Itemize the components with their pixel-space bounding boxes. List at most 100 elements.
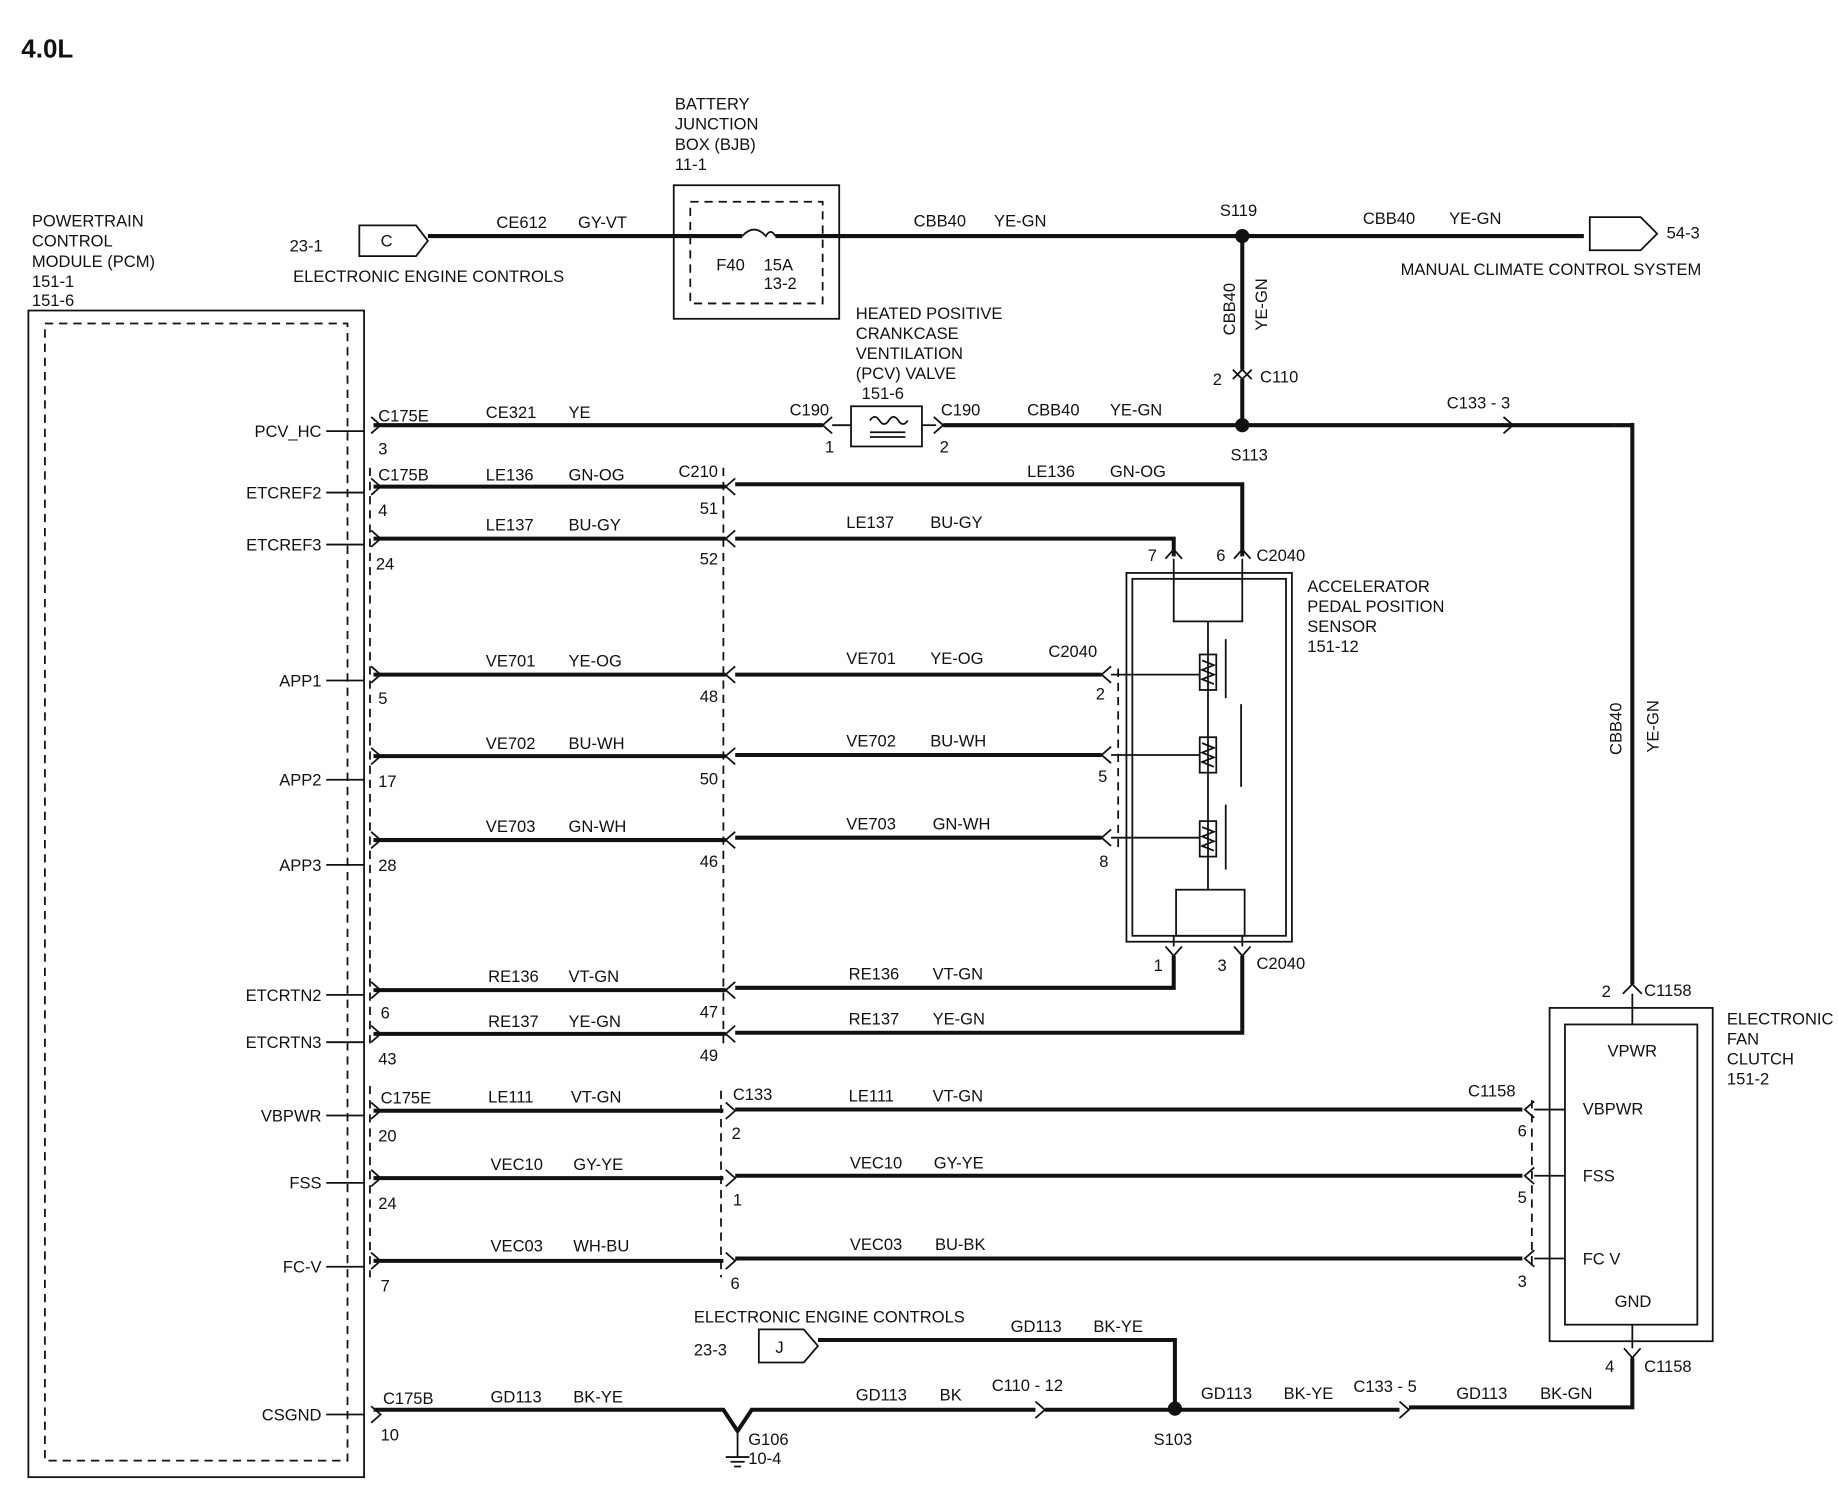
label-r4-c1: YE-OG <box>569 651 622 670</box>
label-r8-w1: RE137 <box>488 1012 539 1031</box>
label-c190-b: C190 <box>941 401 981 420</box>
pcm-pin-name: APP3 <box>279 856 321 875</box>
label-r9-w2: LE111 <box>849 1086 894 1105</box>
label-r5-mid: 50 <box>700 770 718 789</box>
pcm-pin-name: ETCRTN2 <box>246 986 322 1005</box>
label-r4-w2: VE701 <box>846 649 896 668</box>
label-r12-pin: 10 <box>381 1426 399 1445</box>
pcm-inner-outline <box>44 322 349 1462</box>
c110-chevron <box>1232 368 1253 381</box>
fan-clutch-inner <box>1564 1023 1699 1326</box>
fuse-symbol <box>741 228 777 238</box>
label-r9-c1: VT-GN <box>571 1087 622 1106</box>
pcm-pin-name: ETCRTN3 <box>246 1033 322 1052</box>
label-r10-end: 5 <box>1518 1188 1527 1207</box>
label-r2-pin: 4 <box>378 501 387 520</box>
label-r12-conn: C175B <box>383 1389 434 1408</box>
label-top-w1: CE612 <box>496 213 547 232</box>
pcm-outline <box>27 309 365 1479</box>
app-sensor-inner <box>1131 577 1287 937</box>
label-s103: S103 <box>1154 1430 1193 1449</box>
label-r2-w1: LE136 <box>486 466 534 485</box>
fan-clutch-outer <box>1548 1007 1714 1343</box>
label-c133-3: C133 - 3 <box>1447 394 1510 413</box>
label-r2-c1: GN-OG <box>569 466 625 485</box>
label-r8-w2: RE137 <box>849 1009 900 1028</box>
label-r12-w4: GD113 <box>1456 1384 1507 1403</box>
label-r6-w2: VE703 <box>846 814 896 833</box>
label-r11-w1: VEC03 <box>491 1236 543 1255</box>
label-vert1-c: YE-GN <box>1252 278 1271 330</box>
eec-top-label: ELECTRONIC ENGINE CONTROLS <box>293 267 564 286</box>
eec-connector-letter: J <box>775 1338 783 1357</box>
label-c190-a-pin: 1 <box>825 437 834 456</box>
label-r6-w1: VE703 <box>486 817 536 836</box>
label-top-c2: YE-GN <box>994 212 1046 231</box>
label-r10-w1: VEC10 <box>491 1155 543 1174</box>
fan-label-line: FAN <box>1727 1030 1759 1049</box>
pcm-pin-name: VBPWR <box>261 1106 322 1125</box>
pcv-label-line: (PCV) VALVE <box>856 364 956 383</box>
etc-wiring <box>370 467 1252 1047</box>
label-r3-mid: 52 <box>700 550 718 569</box>
label-r7-mid: 47 <box>700 1002 718 1021</box>
label-r11-w2: VEC03 <box>850 1235 902 1254</box>
bjb-label-line: BOX (BJB) <box>675 135 756 154</box>
label-c2040-7: 7 <box>1148 546 1157 565</box>
label-c210: C210 <box>678 462 718 481</box>
wire-gd113-j <box>817 1338 1177 1409</box>
label-r10-mid: 1 <box>733 1190 742 1209</box>
eec-connector-letter: C <box>381 232 393 251</box>
label-r2-c2: GN-OG <box>1110 462 1166 481</box>
label-pcv-conn: C175E <box>378 407 429 426</box>
label-r4-w1: VE701 <box>486 651 536 670</box>
pcm-pin-name: APP2 <box>279 771 321 790</box>
app-sensor-lower-block <box>1175 888 1246 937</box>
label-r7-c1: VT-GN <box>569 967 620 986</box>
label-r11-end: 3 <box>1518 1272 1527 1291</box>
fan-pin: VPWR <box>1608 1041 1658 1060</box>
label-r2-mid: 51 <box>700 499 718 518</box>
bjb-inner <box>689 200 824 305</box>
eec-bottom-label: ELECTRONIC ENGINE CONTROLS <box>694 1307 965 1326</box>
label-r9-w1: LE111 <box>488 1087 533 1106</box>
label-c1158-top-pin: 2 <box>1602 982 1611 1001</box>
label-c133: C133 <box>733 1085 773 1104</box>
label-r8-mid: 49 <box>700 1046 718 1065</box>
bjb-label-line: BATTERY <box>675 95 750 114</box>
pcm-label-line: 151-6 <box>32 291 74 310</box>
fan-label-line: 151-2 <box>1727 1070 1769 1089</box>
label-r10-w2: VEC10 <box>850 1154 902 1173</box>
app-label-line: PEDAL POSITION <box>1307 597 1444 616</box>
fan-clutch: VPWR VBPWR FSS FC V GND ELECTRONIC FAN C… <box>1530 993 1834 1360</box>
label-r5-w1: VE702 <box>486 734 536 753</box>
pcv-label-line: 151-6 <box>862 384 904 403</box>
pcm-pin-name: ETCREF2 <box>246 483 321 502</box>
pcm-pin-name: PCV_HC <box>254 422 321 441</box>
pcm-pin-stubs <box>326 430 365 1416</box>
pcv-row: HEATED POSITIVE CRANKCASE VENTILATION (P… <box>370 304 1643 995</box>
splice-s103 <box>1167 1401 1182 1416</box>
label-r3-w2: LE137 <box>846 513 894 532</box>
label-r7-c2: VT-GN <box>933 965 984 984</box>
label-r4-mid: 48 <box>700 687 718 706</box>
wire-gd113-pcm <box>373 1407 1036 1435</box>
label-r12-w1: GD113 <box>491 1388 542 1407</box>
pcm-module: POWERTRAIN CONTROL MODULE (PCM) 151-1 15… <box>27 212 371 1479</box>
heater-coil-icon <box>869 416 909 425</box>
label-c1158-bot-pin: 4 <box>1605 1357 1614 1376</box>
wire-le136-b <box>735 482 1245 557</box>
page-title: 4.0L <box>21 34 73 64</box>
label-r6-end: 8 <box>1099 852 1108 871</box>
label-top-c3: YE-GN <box>1449 209 1501 228</box>
label-c2040-1: 1 <box>1154 956 1163 975</box>
pcm-label-line: POWERTRAIN <box>32 212 144 231</box>
label-c2040-bot: C2040 <box>1256 954 1305 973</box>
eec-top-ref: 23-1 <box>290 236 323 255</box>
label-vert2-c: YE-GN <box>1643 700 1662 752</box>
pcm-pin-name: ETCREF3 <box>246 535 321 554</box>
pcm-label-line: CONTROL <box>32 232 113 251</box>
label-r8-c2: YE-GN <box>933 1009 985 1028</box>
label-r6-mid: 46 <box>700 852 718 871</box>
